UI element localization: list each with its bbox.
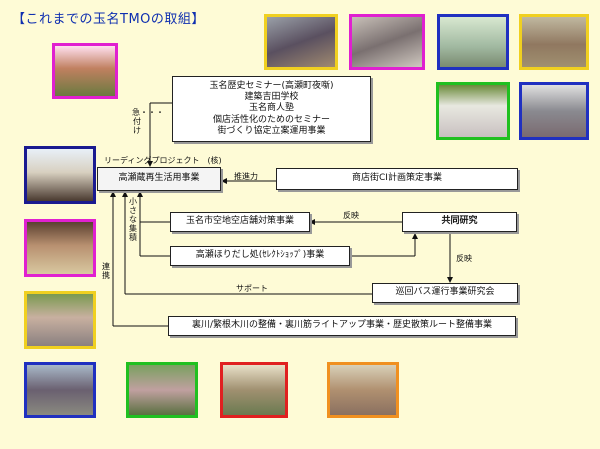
seminar-line-5: 街づくり協定立案運用事業 bbox=[217, 125, 326, 136]
renkei-label: 連携 bbox=[102, 262, 110, 280]
horidashi-box: 高瀬ほりだし処(ｾﾚｸﾄｼｮｯﾌﾟ)事業 bbox=[170, 246, 350, 266]
photo-class bbox=[519, 82, 589, 140]
support-label: サポート bbox=[236, 284, 268, 293]
photo-warehouse bbox=[24, 146, 96, 204]
photo-river bbox=[126, 362, 198, 418]
seminar-box: 玉名歴史セミナー(高瀬町夜噺) 建築吉田学校 玉名商人塾 個店活性化のためのセミ… bbox=[172, 76, 371, 142]
urakawa-box: 裏川/繁根木川の整備・裏川筋ライトアップ事業・歴史散策ルート整備事業 bbox=[168, 316, 516, 336]
photo-meeting-1 bbox=[264, 14, 338, 70]
shotengai-box: 商店街CI計画策定事業 bbox=[276, 168, 518, 190]
photo-street-shop bbox=[24, 291, 96, 349]
seminar-line-1: 玉名歴史セミナー(高瀬町夜噺) bbox=[209, 80, 334, 91]
kyodo-box: 共同研究 bbox=[402, 212, 517, 232]
hanei-label-1: 反映 bbox=[343, 211, 359, 220]
photo-meeting-2 bbox=[349, 14, 425, 70]
kyusoku-label: 急・・・付け bbox=[132, 108, 164, 135]
photo-display bbox=[436, 82, 510, 140]
photo-tour bbox=[220, 362, 288, 418]
photo-shop-front bbox=[52, 43, 118, 99]
seminar-line-2: 建築吉田学校 bbox=[244, 92, 299, 103]
photo-crowd bbox=[24, 362, 96, 418]
photo-lecture bbox=[327, 362, 399, 418]
seminar-line-4: 個店活性化のためのセミナー bbox=[212, 114, 330, 125]
bus-box: 巡回バス運行事業研究会 bbox=[372, 283, 518, 303]
photo-hall bbox=[519, 14, 589, 70]
takase-box: 高瀬蔵再生活用事業 bbox=[97, 167, 221, 191]
hanei-label-2: 反映 bbox=[456, 254, 472, 263]
suishin-label: 推進力 bbox=[234, 172, 258, 181]
page-title: 【これまでの玉名TMOの取組】 bbox=[12, 12, 205, 27]
photo-shop-interior bbox=[24, 219, 96, 277]
leading-project-label: リーディングプロジェクト (核) bbox=[104, 156, 222, 165]
seminar-line-3: 玉名商人塾 bbox=[248, 103, 294, 114]
chiisana-label: 小さな集積 bbox=[129, 197, 137, 242]
akichi-box: 玉名市空地空店舗対策事業 bbox=[170, 212, 310, 232]
photo-seminar-board bbox=[437, 14, 509, 70]
